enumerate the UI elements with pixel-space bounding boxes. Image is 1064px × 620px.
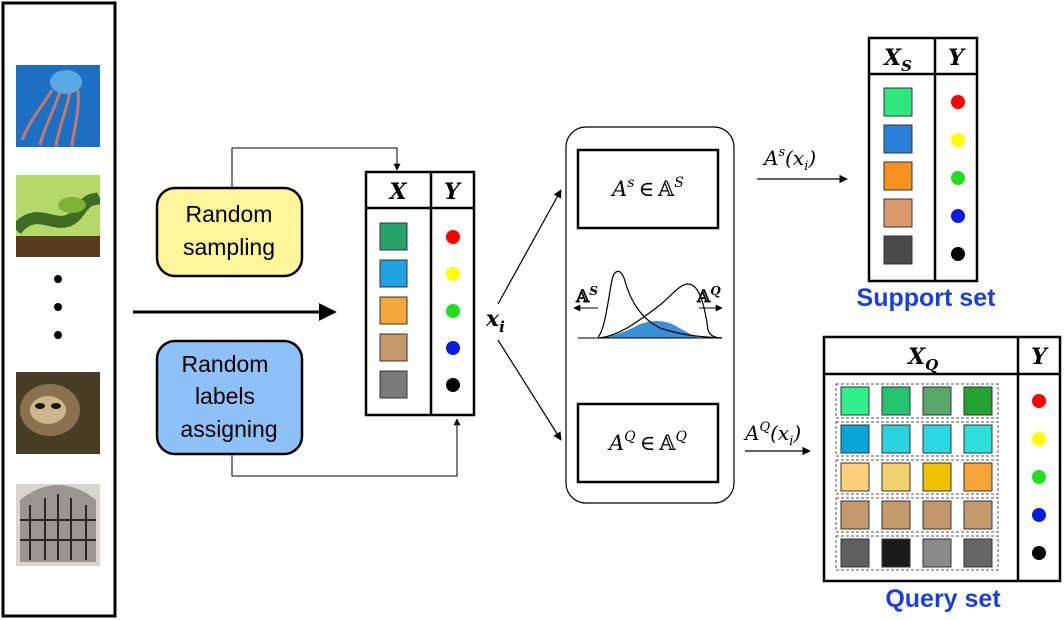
query-x-swatch — [922, 462, 952, 492]
random-labels-line1: Random — [182, 351, 269, 377]
query-augmentation-box: AQ∈𝔸Q — [576, 402, 720, 484]
query-x-swatch — [922, 424, 952, 454]
query-x-swatch — [963, 538, 993, 568]
query-x-swatch — [840, 538, 870, 568]
query-set-table: XQ Y — [822, 335, 1062, 583]
query-x-swatch — [881, 500, 911, 530]
support-set-table: XS Y — [867, 36, 979, 283]
support-x-swatch — [883, 124, 913, 154]
branch-arrow-down — [497, 339, 562, 441]
query-x-swatch — [840, 462, 870, 492]
support-y-dot — [951, 95, 965, 109]
random-sampling-line2: sampling — [183, 234, 275, 260]
query-x-swatch — [881, 424, 911, 454]
query-y-dot — [1032, 546, 1046, 560]
query-row-group — [835, 535, 999, 571]
jellyfish-image — [16, 65, 100, 147]
support-x-swatch — [883, 198, 913, 228]
center-x-swatch — [379, 259, 408, 288]
support-y-dot — [951, 133, 965, 147]
random-sampling-line1: Random — [186, 201, 273, 227]
support-x-header: XS — [882, 45, 912, 75]
query-arrow-label: AQ(xi) — [743, 420, 801, 449]
fireplace-screen-image — [16, 484, 100, 566]
query-set-caption: Query set — [885, 585, 1001, 613]
support-y-dot — [951, 171, 965, 185]
query-y-dot — [1032, 470, 1046, 484]
query-x-swatch — [922, 386, 952, 416]
support-set-caption: Support set — [857, 284, 997, 312]
svg-text:As∈𝔸S: As∈𝔸S — [610, 175, 684, 201]
query-x-swatch — [963, 500, 993, 530]
support-distribution-curve — [597, 270, 723, 339]
center-x-header: X — [387, 179, 407, 205]
query-y-dot — [1032, 432, 1046, 446]
query-x-swatch — [881, 386, 911, 416]
center-x-swatch — [379, 370, 408, 399]
support-x-swatch — [883, 161, 913, 191]
center-y-dot — [446, 341, 460, 355]
random-labels-line2: labels — [195, 383, 255, 409]
support-dist-label: 𝔸S — [575, 284, 598, 307]
query-x-swatch — [881, 538, 911, 568]
ellipsis-dot — [54, 303, 62, 311]
svg-text:AQ∈𝔸Q: AQ∈𝔸Q — [607, 429, 688, 455]
center-x-swatch — [379, 222, 408, 251]
support-arrow-label: As(xi) — [762, 145, 816, 174]
center-y-header: Y — [444, 179, 462, 205]
center-y-dot — [446, 304, 460, 318]
random-sampling-box: Random sampling — [155, 186, 304, 278]
query-row-group — [835, 497, 999, 533]
query-y-dot — [1032, 508, 1046, 522]
query-x-swatch — [963, 424, 993, 454]
branch-arrow-up — [497, 189, 562, 305]
center-y-dot — [446, 267, 460, 281]
center-y-dot — [446, 230, 460, 244]
query-y-header: Y — [1031, 344, 1049, 370]
query-x-swatch — [963, 462, 993, 492]
query-distribution-curve — [597, 283, 723, 339]
labeling-connector — [231, 418, 461, 477]
support-x-swatch — [883, 235, 913, 265]
overlap-region — [598, 321, 700, 338]
center-x-swatch — [379, 296, 408, 325]
query-row-group — [835, 459, 999, 495]
query-x-swatch — [922, 500, 952, 530]
sampling-connector — [231, 147, 401, 188]
query-dist-label: 𝔸Q — [696, 284, 721, 307]
query-y-dot — [1032, 394, 1046, 408]
query-x-swatch — [963, 386, 993, 416]
center-y-dot — [446, 378, 460, 392]
support-y-dot — [951, 247, 965, 261]
query-x-header: XQ — [906, 344, 938, 374]
query-row-group — [835, 421, 999, 457]
center-x-swatch — [379, 333, 408, 362]
support-y-dot — [951, 209, 965, 223]
sloth-image — [16, 372, 100, 454]
query-row-group — [835, 383, 999, 419]
ellipsis-dot — [54, 331, 62, 339]
query-x-swatch — [840, 500, 870, 530]
query-x-swatch — [881, 462, 911, 492]
support-x-swatch — [883, 87, 913, 117]
support-augmentation-box: As∈𝔸S — [576, 148, 720, 230]
query-x-swatch — [922, 538, 952, 568]
random-labels-box: Random labels assigning — [155, 339, 304, 456]
query-x-swatch — [840, 386, 870, 416]
center-table: X Y — [364, 170, 476, 417]
augmentation-distribution-plot: 𝔸S 𝔸Q — [573, 270, 723, 339]
random-labels-line3: assigning — [180, 416, 277, 442]
snake-image — [16, 175, 100, 257]
query-x-swatch — [840, 424, 870, 454]
xi-label: xi — [485, 306, 505, 336]
ellipsis-dot — [54, 275, 62, 283]
support-y-header: Y — [948, 45, 966, 71]
